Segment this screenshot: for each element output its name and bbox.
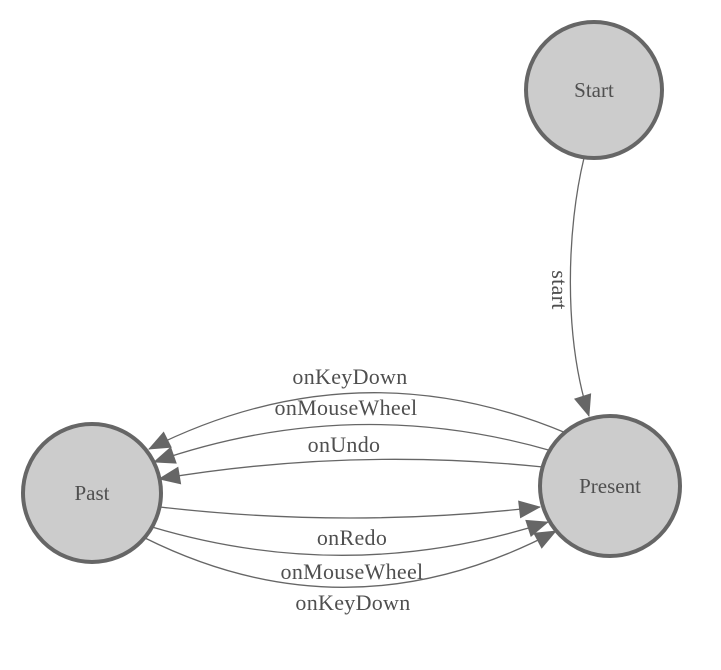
edge-past-to-present-onkeydown[interactable] — [144, 530, 557, 588]
edge-present-to-past-onkeydown[interactable] — [148, 392, 567, 450]
edge-label-onredo: onRedo — [317, 525, 387, 550]
edge-label-onundo: onUndo — [308, 432, 381, 457]
node-past[interactable]: Past — [21, 422, 163, 564]
node-start-label: Start — [574, 78, 614, 102]
edge-present-to-past-onundo[interactable] — [158, 458, 544, 485]
edge-past-to-present-onmousewheel[interactable] — [151, 519, 549, 556]
edge-start-to-present[interactable] — [569, 157, 592, 417]
edge-past-to-present-onredo[interactable] — [159, 500, 541, 519]
edge-label-onkeydown-top: onKeyDown — [292, 364, 407, 389]
edge-label-start: start — [547, 270, 572, 309]
node-past-label: Past — [74, 481, 109, 505]
node-start-circle[interactable] — [524, 20, 664, 160]
node-present-label: Present — [579, 474, 641, 498]
node-present-circle[interactable] — [538, 414, 682, 558]
node-start[interactable]: Start — [524, 20, 664, 160]
edge-label-onmousewheel-top: onMouseWheel — [275, 395, 418, 420]
edge-label-layer: start onKeyDown onMouseWheel onUndo onRe… — [275, 270, 572, 615]
node-present[interactable]: Present — [538, 414, 682, 558]
edge-layer — [144, 157, 592, 588]
edge-present-to-past-onmousewheel[interactable] — [153, 423, 553, 464]
edge-label-onkeydown-bottom: onKeyDown — [295, 590, 410, 615]
node-past-circle[interactable] — [21, 422, 163, 564]
edge-label-onmousewheel-bottom: onMouseWheel — [281, 559, 424, 584]
